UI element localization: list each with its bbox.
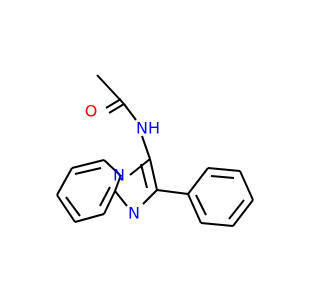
bond-amide-n-c3 <box>141 135 151 160</box>
bond-c7-c8 <box>56 194 76 223</box>
molecule-canvas: O NH N N <box>0 0 300 300</box>
bridgehead-nitrogen-label: N <box>113 166 125 185</box>
bond-c8a-link <box>103 190 116 215</box>
bond-ph-6-inner <box>195 194 207 216</box>
bond-carbonyl-oxygen-a <box>108 103 125 114</box>
bond-ph-1 <box>187 167 209 195</box>
bond-c2-phenyl <box>156 189 189 195</box>
bond-c3-c2-inner <box>140 163 148 189</box>
bond-c3-c2 <box>149 158 158 191</box>
molecule-structure: O NH N N <box>0 0 300 300</box>
bond-n4-c5 <box>103 159 121 176</box>
bond-ph-6 <box>187 193 202 224</box>
bond-ph-3 <box>239 170 254 201</box>
bond-ph-4-inner <box>228 199 245 220</box>
bond-c5-c6 <box>71 159 105 169</box>
canvas-background <box>0 0 300 300</box>
bond-ph-5 <box>200 222 234 227</box>
amide-nitrogen-label: NH <box>136 119 160 138</box>
bond-c2-n1 <box>142 189 158 205</box>
bond-ph-4 <box>232 199 254 227</box>
bond-carbonyl-amide-n <box>123 103 137 121</box>
bond-n1-c8a <box>114 190 128 207</box>
bond-c6-c7 <box>56 167 73 196</box>
bond-c8a-inner <box>99 186 111 207</box>
bond-c3-n4 <box>129 158 151 176</box>
bond-carbonyl-oxygen-b <box>105 98 122 109</box>
bond-c5-c6-inner <box>74 167 102 175</box>
bond-ph-2 <box>207 167 241 172</box>
oxygen-label: O <box>85 102 98 121</box>
bond-n4-c8a <box>114 174 122 192</box>
bond-ph-2-inner <box>210 175 235 179</box>
imidazole-nitrogen-label: N <box>128 204 140 223</box>
bond-c8-c8a <box>74 213 105 223</box>
bond-c7-c8-inner <box>65 196 81 217</box>
